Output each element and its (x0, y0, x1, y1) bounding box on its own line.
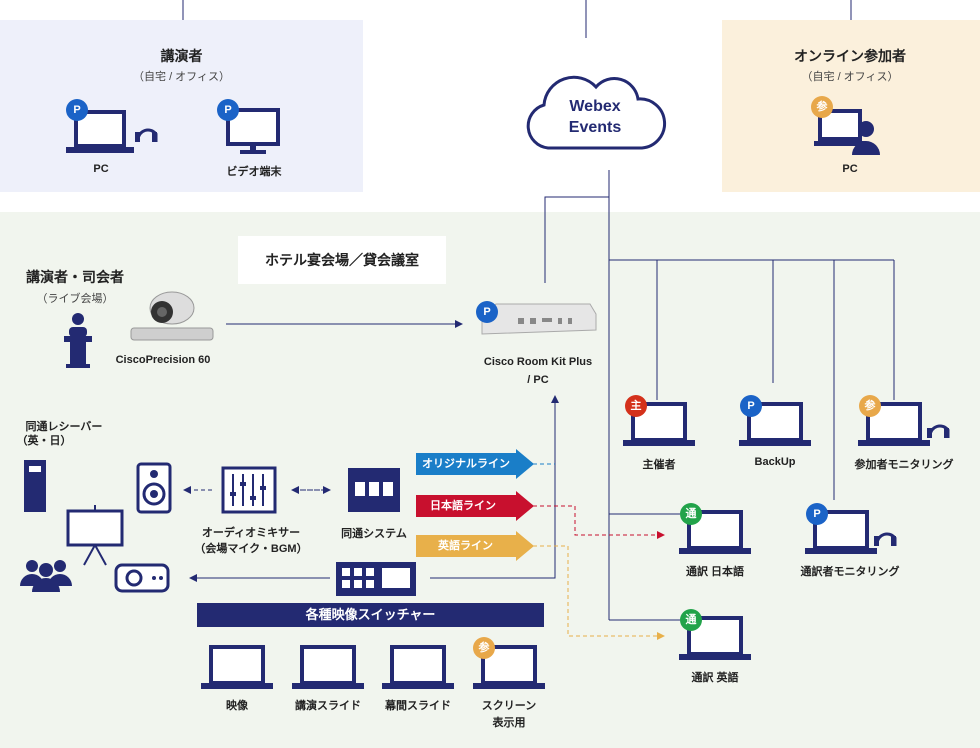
online-participant-panel (722, 20, 980, 192)
video-terminal-label: ビデオ端末 (226, 166, 282, 178)
receiver-label-1: 同通レシーバー (25, 421, 103, 433)
screen-display-laptop-icon (473, 645, 545, 689)
organizer-label: 主催者 (642, 459, 676, 471)
online-participant-badge: 参 (811, 96, 833, 118)
interpreter-monitoring-label: 通訳者モニタリング (800, 566, 900, 578)
camera-label: CiscoPrecision 60 (115, 354, 211, 366)
english-line-arrow (416, 531, 534, 561)
cloud-label-webex: Webex (569, 98, 621, 115)
interpretation-system-icon (348, 468, 400, 512)
english-line-label: 英語ライン (438, 540, 493, 552)
audio-mixer-label-1: オーディオミキサー (201, 527, 301, 539)
presenter-mc-subtitle: （ライブ会場） (36, 293, 114, 305)
audio-mixer-label-2: （会場マイク・BGM） (194, 543, 308, 555)
video-source-laptop-icon (201, 645, 273, 689)
organizer-badge: 主 (625, 395, 647, 417)
interpreter-english-badge: 通 (680, 609, 702, 631)
receiver-icon (24, 460, 46, 512)
camera-icon (130, 291, 214, 341)
video-switcher-icon (336, 562, 416, 596)
presenter-subtitle: （自宅 / オフィス） (133, 71, 230, 83)
interpretation-system-label: 同通システム (341, 528, 407, 540)
original-line-label: オリジナルライン (422, 458, 510, 470)
receiver-label-2: （英・日） (16, 435, 72, 447)
japanese-line-arrow (416, 491, 534, 521)
source-screen-label-2: 表示用 (492, 717, 526, 729)
original-line-arrow (416, 449, 534, 479)
cloud-label-events: Events (568, 119, 622, 136)
audio-mixer-icon (221, 466, 277, 514)
participant-monitoring-laptop-icon (858, 402, 950, 446)
lecture-slide-laptop-icon (292, 645, 364, 689)
presenter-title: 講演者 (160, 48, 203, 64)
person-pc-icon (814, 109, 880, 155)
presenter-pc-badge: P (66, 99, 88, 121)
interpreter-english-label: 通訳 英語 (691, 672, 739, 684)
source-interlude-slide-label: 幕間スライド (385, 700, 451, 712)
room-kit-badge: P (476, 301, 498, 323)
interpreter-english-laptop-icon (679, 616, 751, 660)
room-kit-label-1: Cisco Room Kit Plus (483, 356, 593, 368)
video-terminal-badge: P (217, 99, 239, 121)
interpreter-monitoring-badge: P (806, 503, 828, 525)
source-lecture-slide-label: 講演スライド (295, 700, 361, 712)
speaker-icon (136, 462, 172, 514)
podium-speaker-icon (64, 313, 92, 368)
switcher-bar: 各種映像スイッチャー (197, 603, 544, 627)
japanese-line-label: 日本語ライン (430, 500, 496, 512)
backup-label: BackUp (754, 456, 796, 468)
presenter-panel (0, 20, 363, 192)
online-participant-pc-label: PC (842, 163, 858, 175)
online-participant-subtitle: （自宅 / オフィス） (801, 71, 899, 83)
online-participant-title: オンライン参加者 (794, 48, 906, 64)
source-video-label: 映像 (226, 700, 248, 712)
presenter-mc-title: 講演者・司会者 (26, 269, 124, 285)
room-kit-label-2: / PC (527, 374, 549, 386)
presenter-pc-label: PC (93, 163, 109, 175)
projector-icon (114, 563, 170, 593)
venue-banner: ホテル宴会場／貸会議室 (238, 236, 446, 284)
participant-monitoring-label: 参加者モニタリング (854, 459, 954, 471)
backup-badge: P (740, 395, 762, 417)
screen-display-badge: 参 (473, 637, 495, 659)
room-kit-device-icon (481, 303, 597, 335)
interpreter-japanese-badge: 通 (680, 503, 702, 525)
audience-icon (20, 560, 72, 592)
projection-screen-icon (66, 505, 124, 566)
participant-monitoring-badge: 参 (859, 395, 881, 417)
interpreter-japanese-label: 通訳 日本語 (685, 566, 745, 578)
cloud-icon (526, 75, 667, 150)
source-screen-label-1: スクリーン (481, 700, 537, 712)
interlude-slide-laptop-icon (382, 645, 454, 689)
